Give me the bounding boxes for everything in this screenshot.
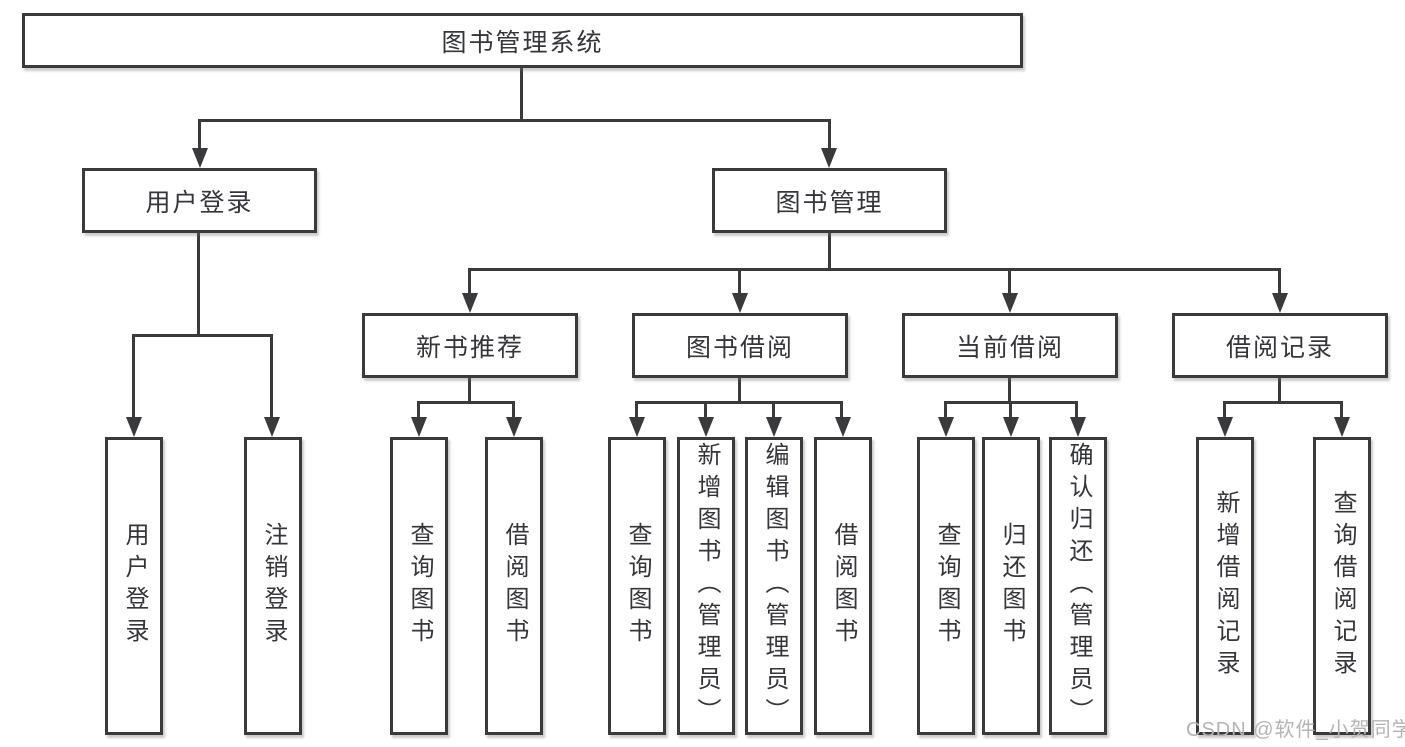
leaf-rc-add-borrow-record-label: 新增借阅记录 bbox=[1212, 490, 1239, 682]
node-book-borrow: 图书借阅 bbox=[632, 313, 848, 378]
connector-bor-drop-4 bbox=[840, 401, 843, 420]
node-current-borrow: 当前借阅 bbox=[902, 313, 1118, 378]
arrowhead-book-management bbox=[821, 148, 837, 168]
node-new-book-recommend-label: 新书推荐 bbox=[415, 333, 524, 362]
leaf-cur-confirm-return-admin: 确认归还（管理员） bbox=[1049, 437, 1107, 735]
leaf-logout: 注销登录 bbox=[244, 437, 302, 735]
connector-rec-drop-1 bbox=[417, 401, 420, 420]
leaf-rc-add-borrow-record: 新增借阅记录 bbox=[1196, 437, 1254, 735]
connector-bor-drop-3 bbox=[772, 401, 775, 420]
connector-cur-drop-2 bbox=[1009, 401, 1012, 420]
connector-bookmgmt-drop-3 bbox=[1008, 268, 1011, 295]
connector-root-bar bbox=[198, 119, 831, 122]
leaf-logout-label: 注销登录 bbox=[260, 522, 287, 650]
leaf-bor-query-books-label: 查询图书 bbox=[624, 522, 651, 650]
connector-bor-stem bbox=[738, 378, 741, 404]
connector-root-right-drop bbox=[828, 119, 831, 151]
connector-bookmgmt-bar bbox=[468, 268, 1281, 271]
leaf-bor-edit-books-admin: 编辑图书（管理员） bbox=[745, 437, 803, 735]
leaf-rec-query-books-label: 查询图书 bbox=[406, 522, 433, 650]
connector-rc-stem bbox=[1278, 378, 1281, 404]
connector-rc-drop-1 bbox=[1223, 401, 1226, 420]
connector-userlogin-drop-1 bbox=[132, 334, 135, 420]
node-book-borrow-label: 图书借阅 bbox=[685, 333, 794, 362]
arrowhead-rc-add-record bbox=[1217, 417, 1233, 437]
node-user-login-label: 用户登录 bbox=[145, 188, 254, 217]
leaf-rc-query-borrow-record-label: 查询借阅记录 bbox=[1329, 490, 1356, 682]
connector-userlogin-drop-2 bbox=[270, 334, 273, 420]
csdn-watermark: CSDN @软件_小贺同学 bbox=[1186, 719, 1405, 741]
connector-bor-bar bbox=[635, 401, 843, 404]
arrowhead-rc-query-record bbox=[1334, 417, 1350, 437]
leaf-bor-query-books: 查询图书 bbox=[608, 437, 666, 735]
connector-bor-drop-1 bbox=[635, 401, 638, 420]
leaf-rec-borrow-books-label: 借阅图书 bbox=[501, 522, 528, 650]
leaf-bor-borrow-books-label: 借阅图书 bbox=[830, 522, 857, 650]
connector-rec-drop-2 bbox=[512, 401, 515, 420]
node-borrow-record-label: 借阅记录 bbox=[1225, 333, 1334, 362]
leaf-bor-edit-books-admin-label: 编辑图书（管理员） bbox=[761, 442, 788, 730]
arrowhead-bor-edit-books bbox=[766, 417, 782, 437]
arrowhead-cur-query-books bbox=[938, 417, 954, 437]
node-root: 图书管理系统 bbox=[22, 13, 1023, 68]
leaf-cur-return-books-label: 归还图书 bbox=[998, 522, 1025, 650]
leaf-rec-query-books: 查询图书 bbox=[390, 437, 448, 735]
leaf-cur-return-books: 归还图书 bbox=[982, 437, 1040, 735]
leaf-cur-query-books-label: 查询图书 bbox=[933, 522, 960, 650]
arrowhead-new-book-recommend bbox=[462, 293, 478, 313]
leaf-rec-borrow-books: 借阅图书 bbox=[485, 437, 543, 735]
arrowhead-bor-query-books bbox=[629, 417, 645, 437]
leaf-bor-add-books-admin-label: 新增图书（管理员） bbox=[693, 442, 720, 730]
arrowhead-current-borrow bbox=[1002, 293, 1018, 313]
arrowhead-leaf-user-login bbox=[126, 417, 142, 437]
leaf-bor-borrow-books: 借阅图书 bbox=[814, 437, 872, 735]
node-user-login: 用户登录 bbox=[82, 168, 317, 233]
leaf-bor-add-books-admin: 新增图书（管理员） bbox=[677, 437, 735, 735]
node-book-management-label: 图书管理 bbox=[775, 188, 884, 217]
arrowhead-rec-query-books bbox=[411, 417, 427, 437]
arrowhead-bor-add-books bbox=[698, 417, 714, 437]
arrowhead-rec-borrow-books bbox=[506, 417, 522, 437]
connector-bookmgmt-drop-1 bbox=[468, 268, 471, 295]
connector-bookmgmt-drop-2 bbox=[738, 268, 741, 295]
connector-userlogin-stem bbox=[197, 233, 200, 337]
connector-userlogin-bar bbox=[132, 334, 273, 337]
connector-rec-stem bbox=[468, 378, 471, 404]
leaf-cur-confirm-return-admin-label: 确认归还（管理员） bbox=[1065, 442, 1092, 730]
leaf-user-login: 用户登录 bbox=[105, 437, 163, 735]
node-new-book-recommend: 新书推荐 bbox=[362, 313, 578, 378]
arrowhead-bor-borrow-books bbox=[835, 417, 851, 437]
node-root-label: 图书管理系统 bbox=[441, 28, 604, 57]
connector-cur-drop-1 bbox=[944, 401, 947, 420]
node-book-management: 图书管理 bbox=[712, 168, 947, 233]
connector-root-left-drop bbox=[198, 119, 201, 151]
connector-rc-drop-2 bbox=[1340, 401, 1343, 420]
arrowhead-cur-return-books bbox=[1003, 417, 1019, 437]
connector-rc-bar bbox=[1223, 401, 1343, 404]
leaf-cur-query-books: 查询图书 bbox=[917, 437, 975, 735]
connector-bookmgmt-drop-4 bbox=[1278, 268, 1281, 295]
leaf-rc-query-borrow-record: 查询借阅记录 bbox=[1313, 437, 1371, 735]
arrowhead-book-borrow bbox=[732, 293, 748, 313]
arrowhead-cur-confirm-return bbox=[1070, 417, 1086, 437]
arrowhead-leaf-logout bbox=[264, 417, 280, 437]
connector-bor-drop-2 bbox=[704, 401, 707, 420]
leaf-user-login-label: 用户登录 bbox=[121, 522, 148, 650]
connector-root-stem bbox=[520, 68, 523, 119]
node-current-borrow-label: 当前借阅 bbox=[955, 333, 1064, 362]
connector-cur-stem bbox=[1008, 378, 1011, 404]
arrowhead-borrow-record bbox=[1272, 293, 1288, 313]
arrowhead-user-login bbox=[192, 148, 208, 168]
connector-cur-drop-3 bbox=[1075, 401, 1078, 420]
node-borrow-record: 借阅记录 bbox=[1172, 313, 1388, 378]
connector-rec-bar bbox=[417, 401, 515, 404]
connector-bookmgmt-stem bbox=[828, 233, 831, 271]
